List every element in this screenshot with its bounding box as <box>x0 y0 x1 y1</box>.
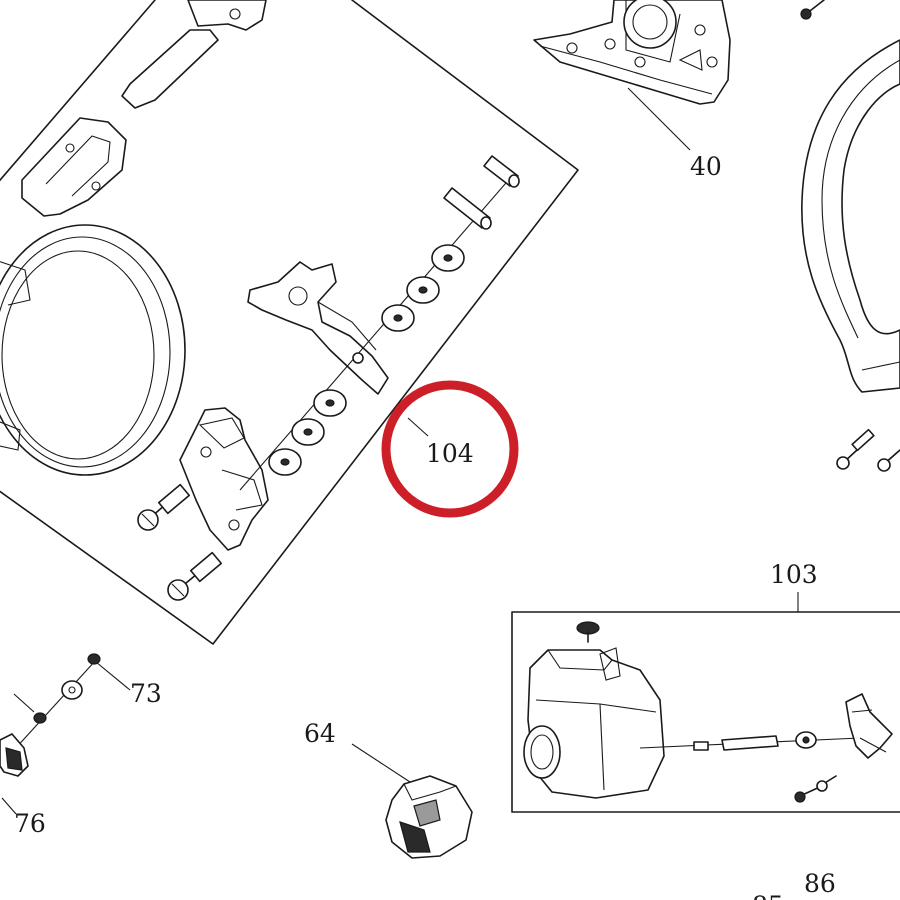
washer-5 <box>406 276 440 304</box>
handle-bar-part <box>801 39 900 393</box>
fuel-filter-part <box>693 731 817 751</box>
pin-upper <box>483 155 520 188</box>
large-band-ring-part <box>0 224 186 476</box>
callout-73: 73 <box>130 679 162 708</box>
washer-2 <box>291 418 325 446</box>
washer-6 <box>431 244 465 272</box>
leader-104 <box>407 417 429 437</box>
callout-40: 40 <box>690 152 722 181</box>
leader-73 <box>95 661 131 691</box>
callout-86: 86 <box>804 869 836 898</box>
fuel-pickup-valve <box>845 693 893 759</box>
bolt-upper <box>137 483 191 531</box>
callout-64: 64 <box>304 719 336 748</box>
highlight-circle-104 <box>381 380 519 518</box>
screw-handle-right <box>877 449 900 472</box>
bolt-lower <box>167 551 223 601</box>
leader-76 <box>1 797 17 815</box>
assembly-panel-104 <box>0 0 579 645</box>
callout-103: 103 <box>770 560 818 589</box>
part-40-housing <box>533 0 731 105</box>
tank-cap-screw <box>576 621 600 643</box>
washer-3 <box>313 389 347 417</box>
small-washer <box>352 352 364 364</box>
callout-85: 85 <box>752 891 784 900</box>
fuel-tank-assembly-box <box>511 611 900 813</box>
clamp-bracket-part <box>21 117 127 217</box>
fuel-tank-part <box>523 647 665 799</box>
part-73-cluster <box>13 653 101 751</box>
tank-screws <box>794 775 837 803</box>
lever-plate-part <box>247 261 389 395</box>
hinge-bracket-part <box>179 407 269 551</box>
callout-76: 76 <box>14 809 46 838</box>
top-bracket-part <box>121 0 267 109</box>
callout-104: 104 <box>426 439 474 468</box>
screw-handle-left <box>836 428 875 470</box>
assembly-axis-line <box>239 175 513 491</box>
pin-middle <box>443 187 492 230</box>
leader-40 <box>627 87 691 151</box>
washer-4 <box>381 304 415 332</box>
leader-64 <box>351 743 411 783</box>
knob-part-64 <box>385 775 473 859</box>
screw-top-right <box>800 0 825 20</box>
washer-stack <box>268 244 465 476</box>
washer-1 <box>268 448 302 476</box>
part-76-fitting <box>0 733 29 777</box>
